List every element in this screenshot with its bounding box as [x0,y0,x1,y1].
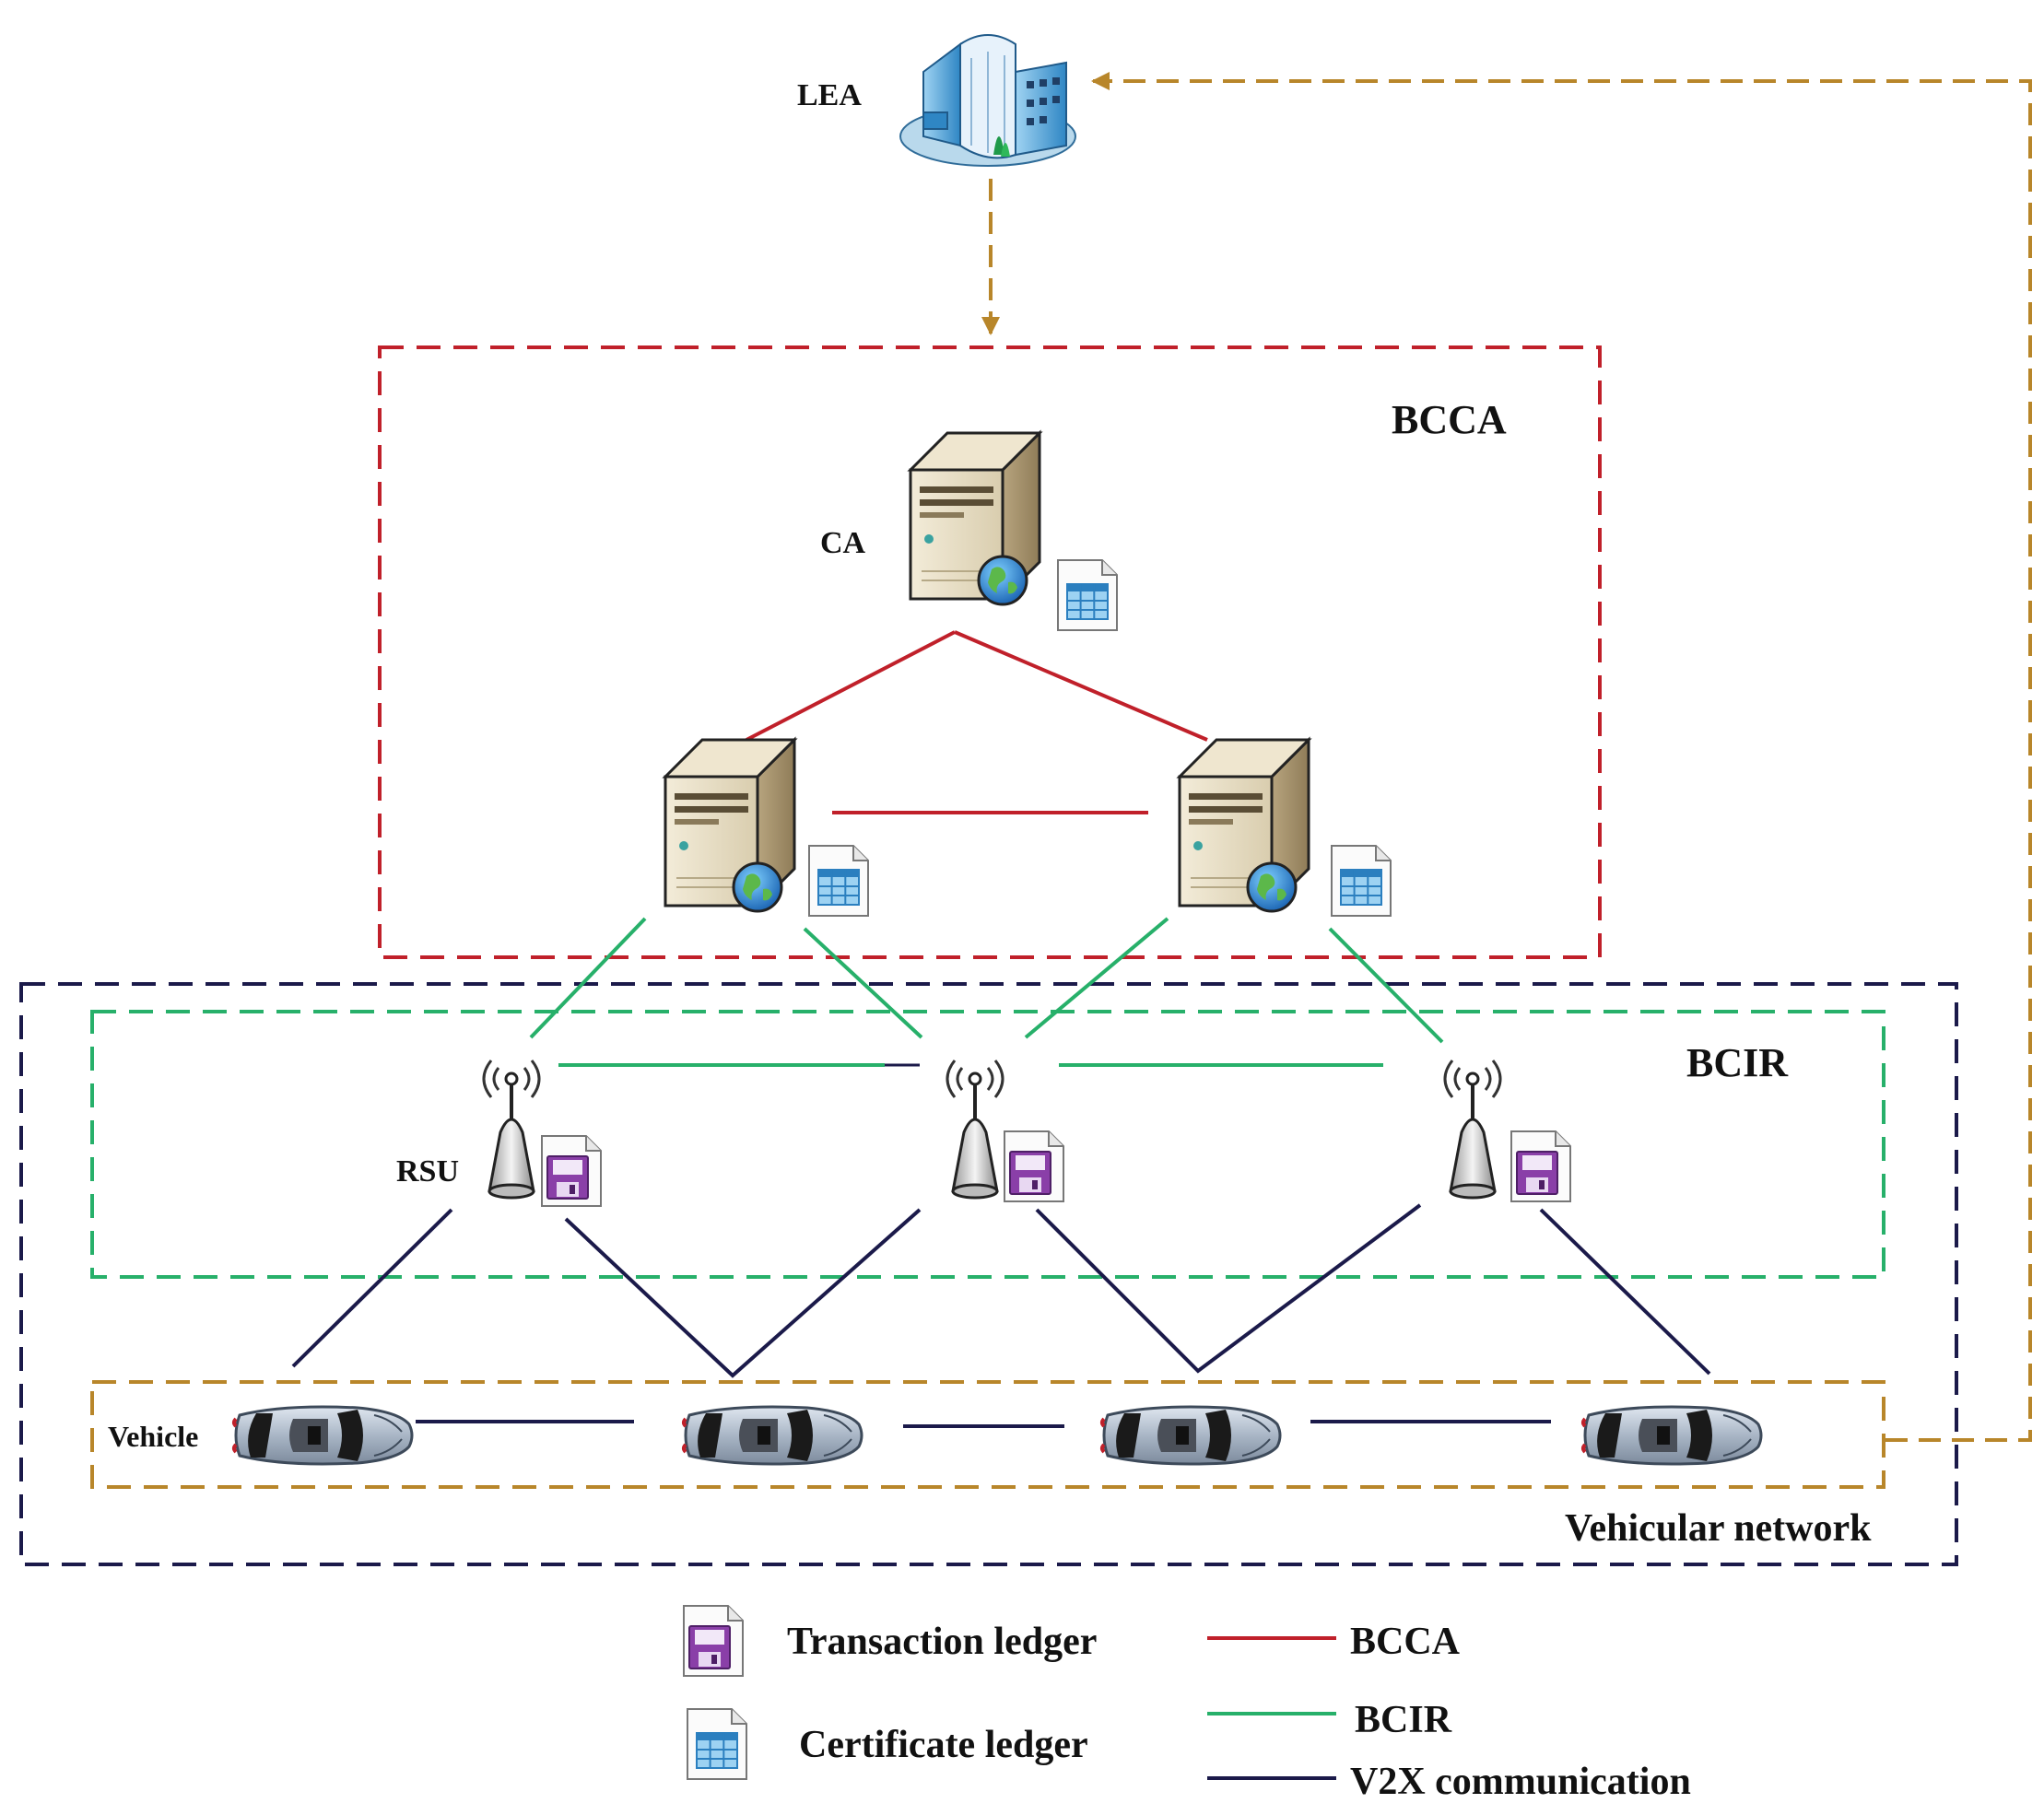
bcca-link-ca-left [746,630,956,742]
legend-transaction-ledger-icon [683,1605,744,1677]
vehicle-3-car-icon [1100,1405,1282,1466]
bcca-region [378,345,1602,959]
bcir-link-2 [803,927,923,1039]
left-server-icon [664,738,796,913]
legend-bcir-label: BCIR [1355,1699,1452,1741]
left-certificate-ledger-icon [808,845,869,917]
bcir-link-1 [529,917,647,1039]
bcir-region [90,1010,1885,1279]
bcir-link-3 [1024,917,1169,1039]
v2x-link-3 [1035,1203,1422,1374]
legend-certificate-ledger-label: Certificate ledger [799,1724,1088,1766]
legend-transaction-ledger-label: Transaction ledger [787,1621,1097,1663]
rsu-2-antenna-icon [946,1059,1004,1200]
v2x-link-1 [291,1208,453,1368]
lea-label: LEA [797,78,862,112]
vehicle-label: Vehicle [108,1420,198,1453]
right-server-icon [1178,738,1310,913]
ca-server-icon [909,431,1041,606]
bcca-link-ca-right [954,630,1208,742]
legend-bcca-label: BCCA [1350,1621,1461,1663]
bcca-region-label: BCCA [1392,397,1507,442]
legend: Transaction ledger Certificate ledger BC… [683,1605,1691,1803]
bcir-region-label: BCIR [1686,1040,1789,1085]
legend-certificate-ledger-icon [687,1708,747,1780]
ca-label: CA [820,526,866,560]
vehicles-to-lea-link [1091,72,2032,1442]
rsu-label: RSU [396,1154,459,1189]
ca-certificate-ledger-icon [1057,559,1118,631]
rsu-3-antenna-icon [1443,1059,1502,1200]
rsu-3-transaction-ledger-icon [1510,1130,1571,1202]
v2x-link-2 [564,1208,922,1378]
vehicle-4-car-icon [1581,1405,1763,1466]
right-certificate-ledger-icon [1331,845,1392,917]
vehicular-network-region [19,982,1958,1566]
rsu-1-transaction-ledger-icon [541,1135,602,1207]
bcir-link-4 [1328,927,1444,1044]
vehicle-2-car-icon [682,1405,863,1466]
vehicle-1-car-icon [232,1405,414,1466]
legend-v2x-label: V2X communication [1350,1761,1691,1803]
vehicular-network-label: Vehicular network [1565,1507,1872,1550]
rsu-2-transaction-ledger-icon [1004,1130,1064,1202]
lea-building-icon [899,34,1076,167]
v2x-link-4 [1539,1208,1711,1376]
vehicle-region [90,1380,1885,1489]
rsu-1-antenna-icon [482,1059,541,1200]
